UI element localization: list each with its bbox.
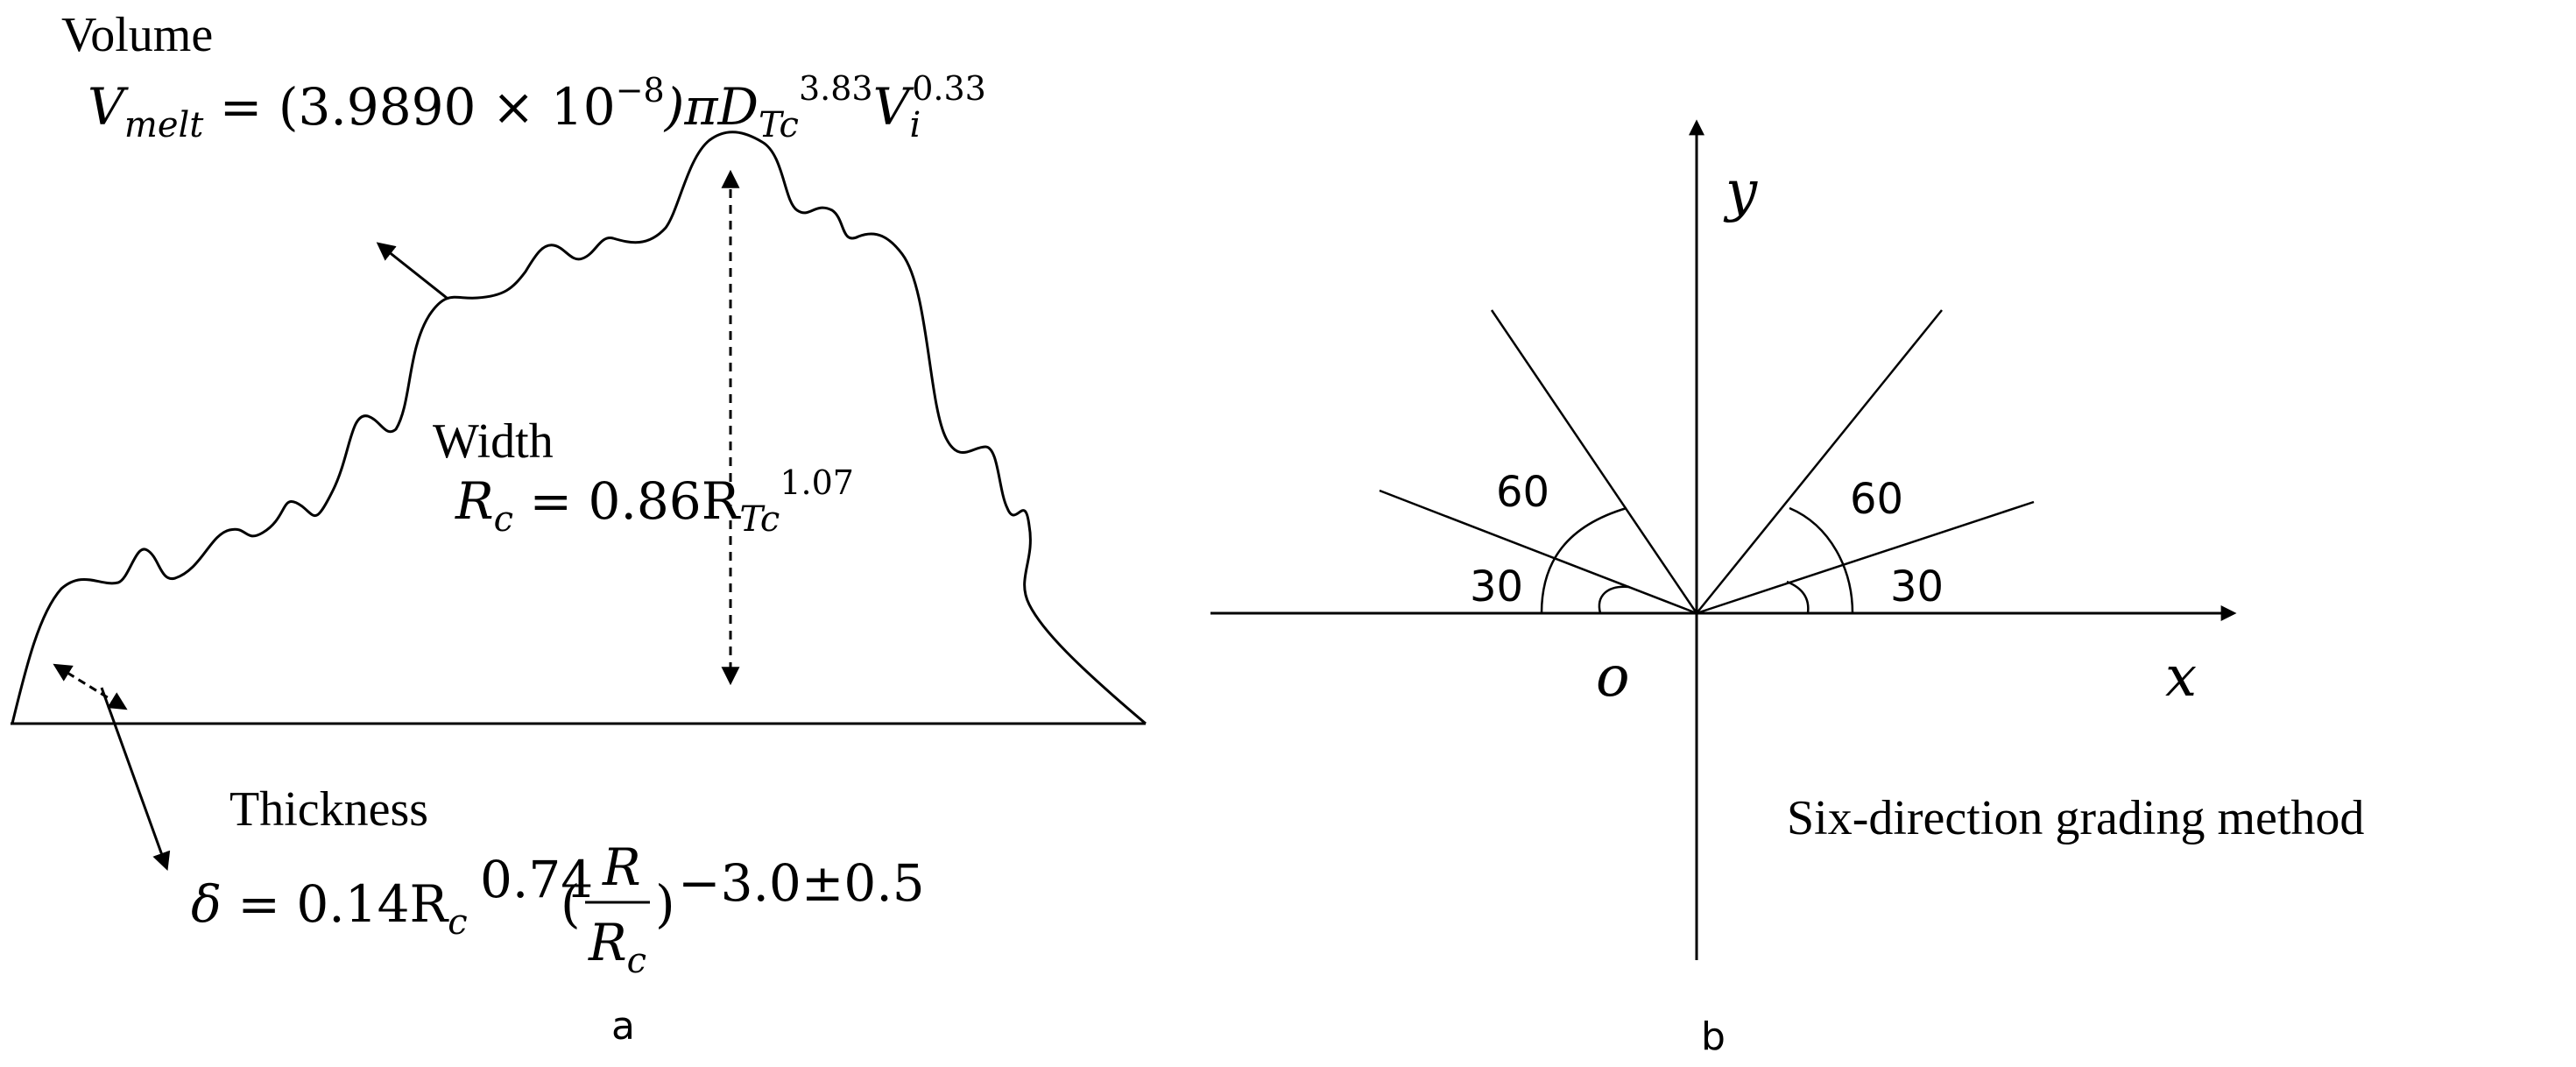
volume-eq-lhs-var: V (88, 77, 129, 137)
crater-profile-curve (11, 131, 1147, 725)
width-eq-lhs-sub: c (494, 499, 513, 540)
thickness-pointer-arrow (100, 687, 171, 871)
direction-line-right-60 (1696, 309, 1943, 614)
volume-eq-prefix: = (3.9890 × 10 (203, 77, 615, 137)
thickness-close-paren: ) (655, 874, 675, 934)
volume-eq-exp1: −8 (616, 71, 665, 110)
width-label: Width (433, 414, 554, 469)
angle-arc-right-60 (1789, 506, 1854, 614)
x-axis-label: x (2165, 645, 2197, 710)
width-eq-lhs-var: R (455, 471, 494, 531)
angle-arc-right-30 (1786, 580, 1810, 614)
volume-eq-mid: )πD (663, 77, 759, 137)
width-equation: Rc = 0.86RTc1.07 (455, 463, 854, 540)
thickness-label: Thickness (229, 782, 428, 837)
angle-label-right-30: 30 (1890, 562, 1944, 611)
y-axis-label: y (1723, 159, 1758, 224)
panel-b: 60 30 60 30 y x o Six-direction grading … (1210, 119, 2364, 1059)
volume-arrow (376, 242, 448, 300)
thickness-eq-rhs: = 0.14R (222, 874, 450, 934)
panel-b-letter: b (1701, 1014, 1726, 1059)
panel-a-letter: a (611, 1004, 635, 1049)
thickness-frac-num: R (602, 837, 641, 897)
thickness-eq-sub-c: c (448, 902, 467, 943)
thickness-eq-delta: δ (191, 874, 222, 934)
direction-line-left-30 (1379, 489, 1697, 615)
angle-label-left-60: 60 (1496, 468, 1549, 517)
volume-eq-lhs-sub: melt (124, 105, 204, 145)
angle-label-left-30: 30 (1470, 562, 1523, 611)
volume-label: Volume (61, 8, 213, 62)
thickness-dashed-arrow (53, 663, 128, 710)
volume-eq-vi: V (873, 77, 914, 137)
width-eq-rhs: = 0.86R (513, 471, 742, 531)
thickness-eq-exp: 0.74 (480, 850, 593, 909)
volume-eq-exp2: 3.83 (799, 69, 873, 108)
thickness-frac-den: Rc (588, 913, 646, 981)
thickness-frac-den-sub: c (627, 941, 646, 981)
panel-a: Volume Vmelt = (3.9890 × 10−8)πDTc3.83Vi… (11, 8, 1147, 1049)
angle-arc-left-30 (1598, 585, 1630, 614)
thickness-eq-main: δ = 0.14Rc (191, 874, 468, 943)
thickness-open-paren: ( (561, 874, 581, 934)
angle-arc-left-60 (1540, 506, 1627, 614)
thickness-outer-exp: −3.0±0.5 (678, 853, 925, 913)
direction-line-left-60 (1490, 309, 1698, 614)
direction-line-right-30 (1696, 500, 2035, 615)
origin-label: o (1596, 645, 1630, 710)
volume-eq-sub-tc: Tc (759, 105, 799, 145)
volume-equation: Vmelt = (3.9890 × 10−8)πDTc3.83Vi0.33 (88, 69, 986, 145)
width-eq-sub-tc: Tc (739, 499, 780, 540)
six-direction-caption: Six-direction grading method (1787, 791, 2364, 845)
volume-eq-exp3: 0.33 (912, 69, 986, 108)
thickness-frac-den-var: R (588, 913, 627, 972)
volume-eq-sub-i: i (909, 105, 921, 145)
width-eq-exp: 1.07 (780, 463, 854, 502)
angle-label-right-60: 60 (1850, 475, 1903, 524)
thickness-equation: δ = 0.14Rc 0.74 ( R Rc ) −3.0±0.5 (191, 837, 925, 981)
